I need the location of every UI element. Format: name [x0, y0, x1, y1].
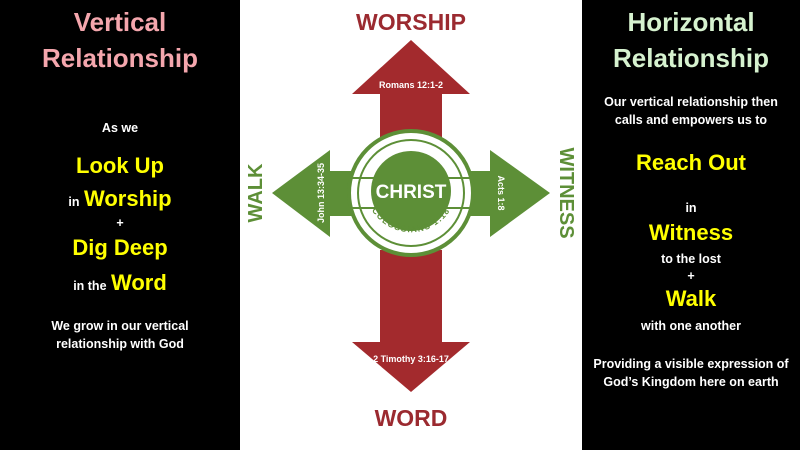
in-text: in	[685, 201, 697, 215]
with-one-another-text: with one another	[641, 319, 741, 333]
in-worship-line: in Worship	[0, 186, 240, 212]
look-up-text: Look Up	[76, 153, 164, 178]
horizontal-title-line2: Relationship	[612, 43, 769, 73]
in-the-prefix: in the	[73, 279, 107, 293]
vertical-footer-line1: We grow in our vertical	[51, 319, 189, 333]
in-prefix: in	[68, 195, 80, 209]
vertical-footer-line2: relationship with God	[56, 337, 184, 351]
right-arrow-ref: Acts 1:8	[496, 175, 506, 210]
christ-label: CHRIST	[376, 182, 447, 203]
up-arrow-ref: Romans 12:1-2	[379, 80, 443, 90]
up-arrow	[352, 40, 470, 140]
worship-text: Worship	[83, 186, 172, 211]
down-arrow-shaft	[380, 250, 442, 342]
witness-direction-label: WITNESS	[555, 147, 577, 238]
horizontal-intro-line1: Our vertical relationship then	[604, 95, 778, 109]
christ-center-circle	[371, 151, 451, 231]
left-arrow	[272, 150, 360, 237]
witness-text: Witness	[648, 220, 734, 245]
down-arrow-head	[352, 342, 470, 392]
to-the-lost-text: to the lost	[661, 252, 721, 266]
horizontal-intro-line2: calls and empowers us to	[614, 113, 768, 127]
christ-inner-ring	[357, 139, 465, 247]
right-arrow	[462, 150, 550, 237]
plus-sign: +	[116, 216, 124, 230]
cross-diagram: WORSHIP CHRIST COLOSSIANS 1:18 Romans 12…	[245, 9, 577, 431]
walk-direction-label: WALK	[245, 163, 267, 222]
left-arrow-ref: John 13:34-35	[316, 163, 326, 223]
cross-diagram-panel: WORSHIP CHRIST COLOSSIANS 1:18 Romans 12…	[240, 0, 582, 450]
vertical-relationship-panel: Vertical Relationship As we Look Up in W…	[0, 0, 240, 450]
word-direction-label: WORD	[375, 405, 448, 431]
horizontal-footer-line1: Providing a visible expression of	[593, 357, 789, 371]
reach-out-text: Reach Out	[635, 150, 747, 175]
dig-deep-text: Dig Deep	[72, 235, 168, 260]
in-the-word-line: in the Word	[0, 270, 240, 296]
as-we-text: As we	[101, 121, 139, 135]
walk-text: Walk	[665, 286, 717, 311]
horizontal-footer-line2: God’s Kingdom here on earth	[603, 375, 779, 389]
horizontal-title-line1: Horizontal	[627, 7, 755, 37]
vertical-title-line1: Vertical	[73, 7, 167, 37]
down-arrow-ref: 2 Timothy 3:16-17	[373, 354, 449, 364]
vertical-title-line2: Relationship	[41, 43, 198, 73]
word-text: Word	[110, 270, 167, 295]
plus-sign: +	[687, 269, 695, 283]
worship-direction-label: WORSHIP	[356, 9, 466, 35]
horizontal-relationship-panel: Horizontal Relationship Our vertical rel…	[582, 0, 800, 450]
